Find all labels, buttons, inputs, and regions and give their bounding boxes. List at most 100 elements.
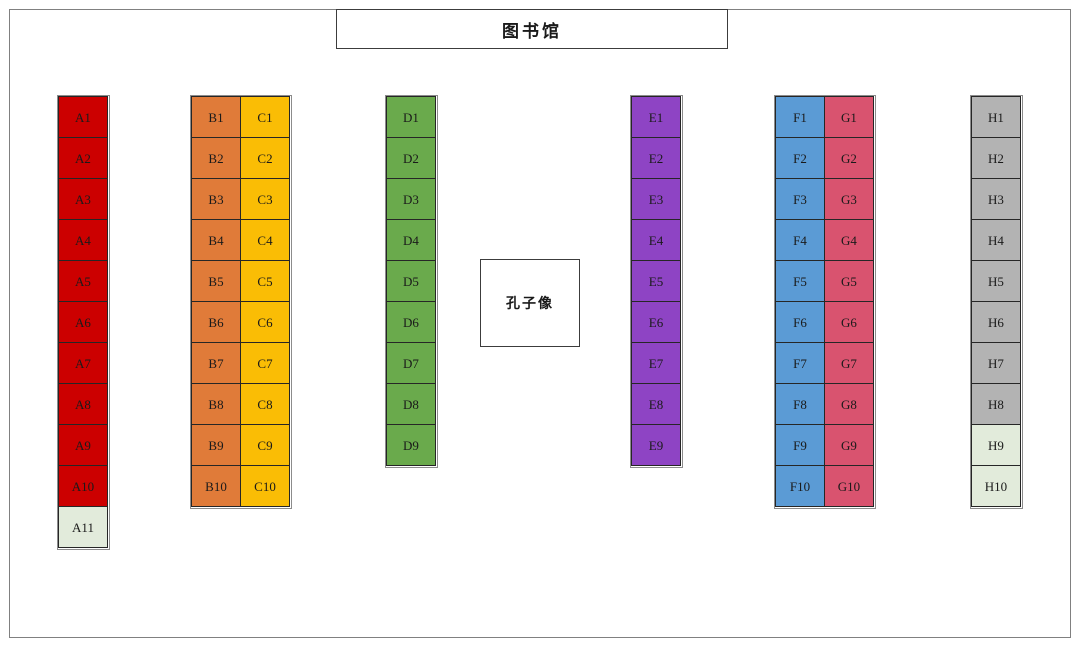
seat-b4[interactable]: B4 bbox=[191, 219, 241, 261]
seat-a2[interactable]: A2 bbox=[58, 137, 108, 179]
seat-d2[interactable]: D2 bbox=[386, 137, 436, 179]
seat-c5[interactable]: C5 bbox=[240, 260, 290, 302]
seat-h10[interactable]: H10 bbox=[971, 465, 1021, 507]
seat-f2[interactable]: F2 bbox=[775, 137, 825, 179]
seat-d9[interactable]: D9 bbox=[386, 424, 436, 466]
seat-b10[interactable]: B10 bbox=[191, 465, 241, 507]
seat-label: C1 bbox=[257, 109, 273, 125]
seat-g9[interactable]: G9 bbox=[824, 424, 874, 466]
seat-h9[interactable]: H9 bbox=[971, 424, 1021, 466]
seat-label: E7 bbox=[648, 355, 664, 371]
seat-f7[interactable]: F7 bbox=[775, 342, 825, 384]
seat-f1[interactable]: F1 bbox=[775, 96, 825, 138]
seat-label: C2 bbox=[257, 150, 273, 166]
seat-e8[interactable]: E8 bbox=[631, 383, 681, 425]
seat-e5[interactable]: E5 bbox=[631, 260, 681, 302]
seat-c8[interactable]: C8 bbox=[240, 383, 290, 425]
seat-h3[interactable]: H3 bbox=[971, 178, 1021, 220]
seat-label: A10 bbox=[71, 478, 95, 494]
seat-a9[interactable]: A9 bbox=[58, 424, 108, 466]
seat-label: G1 bbox=[841, 109, 857, 125]
seat-a10[interactable]: A10 bbox=[58, 465, 108, 507]
seat-c6[interactable]: C6 bbox=[240, 301, 290, 343]
seat-h6[interactable]: H6 bbox=[971, 301, 1021, 343]
seat-c2[interactable]: C2 bbox=[240, 137, 290, 179]
seat-b6[interactable]: B6 bbox=[191, 301, 241, 343]
seat-h8[interactable]: H8 bbox=[971, 383, 1021, 425]
seat-label: H9 bbox=[988, 437, 1004, 453]
seat-h2[interactable]: H2 bbox=[971, 137, 1021, 179]
seat-label: C9 bbox=[257, 437, 273, 453]
seat-e6[interactable]: E6 bbox=[631, 301, 681, 343]
seat-a11[interactable]: A11 bbox=[58, 506, 108, 548]
seat-b9[interactable]: B9 bbox=[191, 424, 241, 466]
seat-c3[interactable]: C3 bbox=[240, 178, 290, 220]
seat-f6[interactable]: F6 bbox=[775, 301, 825, 343]
seat-f4[interactable]: F4 bbox=[775, 219, 825, 261]
seat-g7[interactable]: G7 bbox=[824, 342, 874, 384]
seat-e9[interactable]: E9 bbox=[631, 424, 681, 466]
seat-g8[interactable]: G8 bbox=[824, 383, 874, 425]
seat-f9[interactable]: F9 bbox=[775, 424, 825, 466]
seat-h7[interactable]: H7 bbox=[971, 342, 1021, 384]
seat-e1[interactable]: E1 bbox=[631, 96, 681, 138]
seat-label: B7 bbox=[208, 355, 224, 371]
seat-g10[interactable]: G10 bbox=[824, 465, 874, 507]
seat-a7[interactable]: A7 bbox=[58, 342, 108, 384]
seat-c7[interactable]: C7 bbox=[240, 342, 290, 384]
seat-label: G3 bbox=[841, 191, 857, 207]
seat-c1[interactable]: C1 bbox=[240, 96, 290, 138]
seat-c9[interactable]: C9 bbox=[240, 424, 290, 466]
seat-a4[interactable]: A4 bbox=[58, 219, 108, 261]
seat-label: F1 bbox=[793, 109, 807, 125]
seat-d4[interactable]: D4 bbox=[386, 219, 436, 261]
seat-d7[interactable]: D7 bbox=[386, 342, 436, 384]
seat-g1[interactable]: G1 bbox=[824, 96, 874, 138]
seat-h5[interactable]: H5 bbox=[971, 260, 1021, 302]
seat-g4[interactable]: G4 bbox=[824, 219, 874, 261]
seat-e3[interactable]: E3 bbox=[631, 178, 681, 220]
seat-label: F5 bbox=[793, 273, 807, 289]
seat-label: C7 bbox=[257, 355, 273, 371]
seat-d6[interactable]: D6 bbox=[386, 301, 436, 343]
seat-d8[interactable]: D8 bbox=[386, 383, 436, 425]
seat-d5[interactable]: D5 bbox=[386, 260, 436, 302]
seat-a3[interactable]: A3 bbox=[58, 178, 108, 220]
seat-f3[interactable]: F3 bbox=[775, 178, 825, 220]
seat-a5[interactable]: A5 bbox=[58, 260, 108, 302]
seat-c4[interactable]: C4 bbox=[240, 219, 290, 261]
seat-a8[interactable]: A8 bbox=[58, 383, 108, 425]
seat-g6[interactable]: G6 bbox=[824, 301, 874, 343]
seat-label: F6 bbox=[793, 314, 807, 330]
seat-label: H10 bbox=[984, 478, 1008, 494]
room-title-box: 图书馆 bbox=[336, 9, 728, 49]
seat-b1[interactable]: B1 bbox=[191, 96, 241, 138]
seat-label: H7 bbox=[988, 355, 1004, 371]
seat-e2[interactable]: E2 bbox=[631, 137, 681, 179]
seat-b2[interactable]: B2 bbox=[191, 137, 241, 179]
seat-label: G5 bbox=[841, 273, 857, 289]
seat-a1[interactable]: A1 bbox=[58, 96, 108, 138]
seat-d3[interactable]: D3 bbox=[386, 178, 436, 220]
seat-b3[interactable]: B3 bbox=[191, 178, 241, 220]
seat-h1[interactable]: H1 bbox=[971, 96, 1021, 138]
seat-f8[interactable]: F8 bbox=[775, 383, 825, 425]
seat-c10[interactable]: C10 bbox=[240, 465, 290, 507]
seat-h4[interactable]: H4 bbox=[971, 219, 1021, 261]
seat-e7[interactable]: E7 bbox=[631, 342, 681, 384]
seat-f5[interactable]: F5 bbox=[775, 260, 825, 302]
seat-label: D4 bbox=[403, 232, 419, 248]
seat-a6[interactable]: A6 bbox=[58, 301, 108, 343]
seat-label: B3 bbox=[208, 191, 224, 207]
seat-b7[interactable]: B7 bbox=[191, 342, 241, 384]
seat-f10[interactable]: F10 bbox=[775, 465, 825, 507]
seat-g5[interactable]: G5 bbox=[824, 260, 874, 302]
seat-g3[interactable]: G3 bbox=[824, 178, 874, 220]
seat-g2[interactable]: G2 bbox=[824, 137, 874, 179]
seat-d1[interactable]: D1 bbox=[386, 96, 436, 138]
seat-e4[interactable]: E4 bbox=[631, 219, 681, 261]
seat-b8[interactable]: B8 bbox=[191, 383, 241, 425]
seat-b5[interactable]: B5 bbox=[191, 260, 241, 302]
